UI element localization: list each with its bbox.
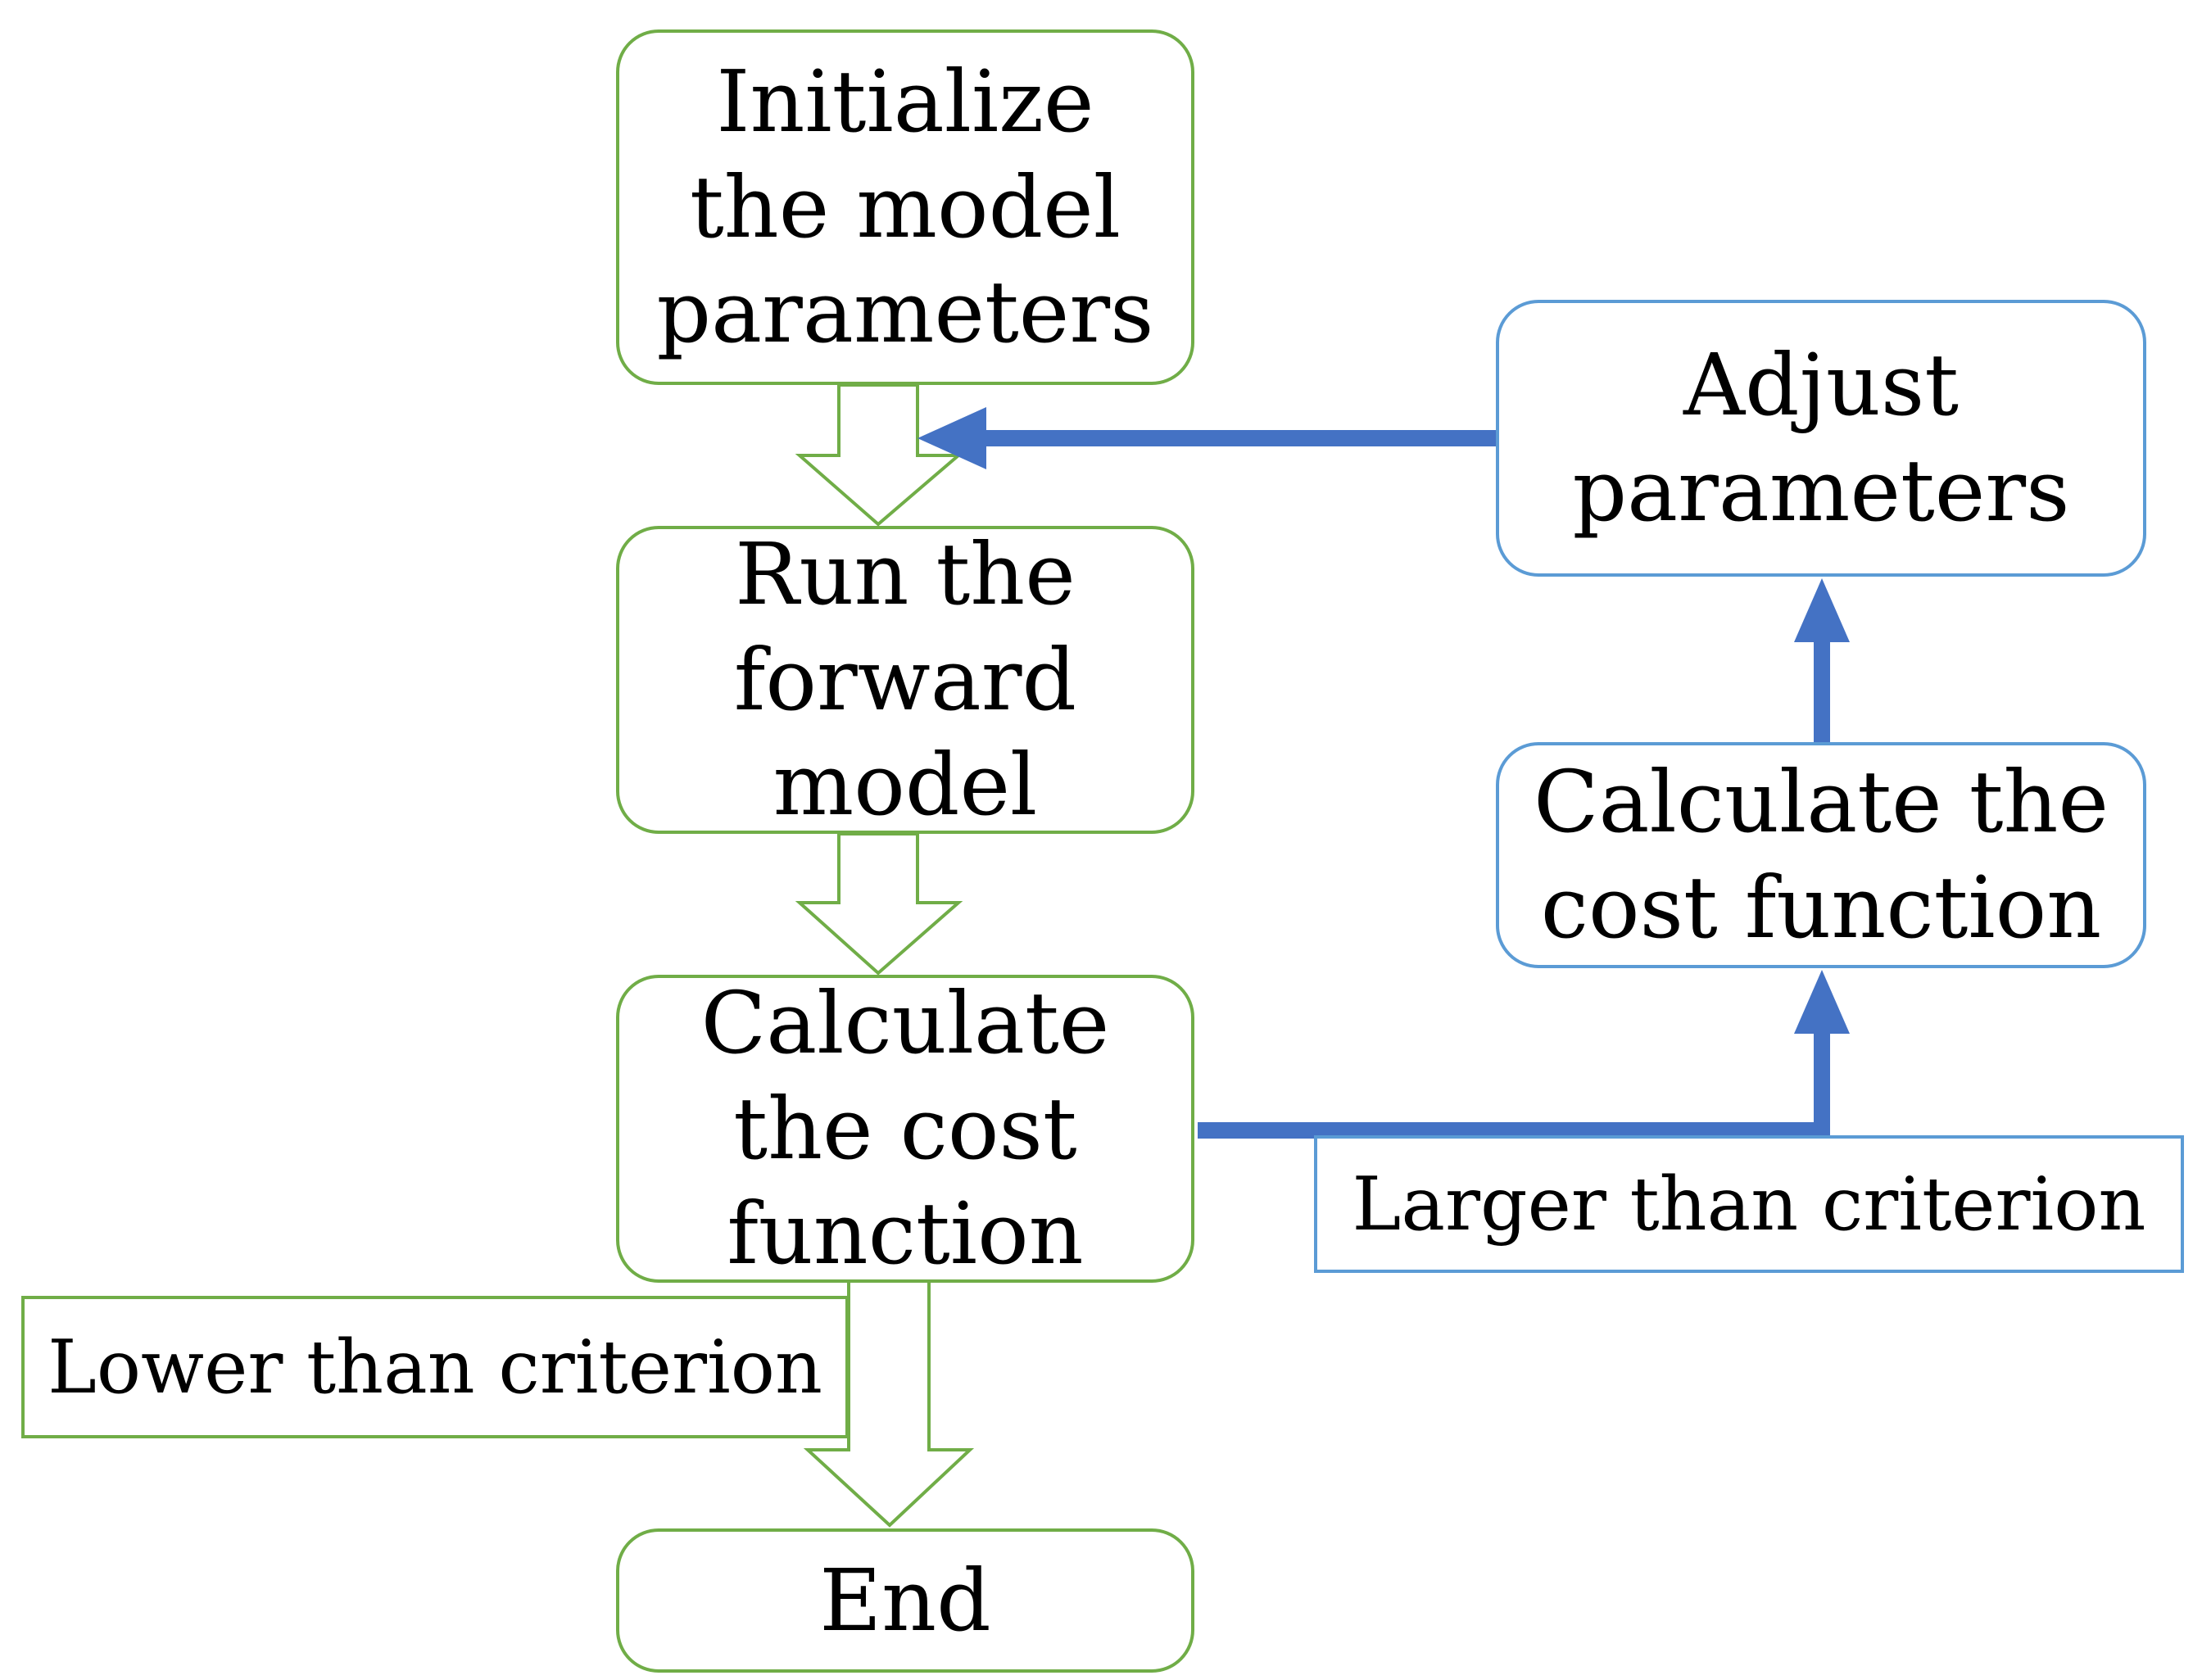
node-calculate-cost: Calculate the cost function	[616, 973, 1194, 1284]
arrow-calc-to-end	[803, 1276, 975, 1528]
node-end: End	[616, 1528, 1194, 1673]
node-run-forward-text: Run the forward model	[733, 523, 1077, 835]
loop-arrowhead-left	[918, 407, 986, 469]
node-calculate-cost-loop-text: Calculate the cost function	[1533, 752, 2109, 958]
label-lower-text: Lower than criterion	[48, 1324, 822, 1411]
label-lower-than-criterion: Lower than criterion	[21, 1296, 849, 1438]
arrow-run-to-calc	[795, 832, 963, 976]
loop-arrowhead-up-1	[1794, 970, 1850, 1034]
label-larger-than-criterion: Larger than criterion	[1314, 1135, 2184, 1273]
loop-arrowhead-up-2	[1794, 578, 1850, 642]
node-initialize-text: Initialize the model parameters	[656, 51, 1154, 363]
node-initialize: Initialize the model parameters	[616, 29, 1194, 385]
arrow-initialize-to-run	[795, 383, 963, 527]
node-calculate-cost-loop: Calculate the cost function	[1496, 742, 2146, 968]
label-larger-text: Larger than criterion	[1352, 1161, 2146, 1248]
node-adjust-parameters-text: Adjust parameters	[1572, 335, 2070, 541]
node-calculate-cost-text: Calculate the cost function	[700, 972, 1110, 1284]
node-run-forward: Run the forward model	[616, 524, 1194, 835]
loop-line-calc-to-right	[1198, 1024, 1830, 1139]
node-end-text: End	[819, 1550, 991, 1651]
node-adjust-parameters: Adjust parameters	[1496, 300, 2146, 577]
